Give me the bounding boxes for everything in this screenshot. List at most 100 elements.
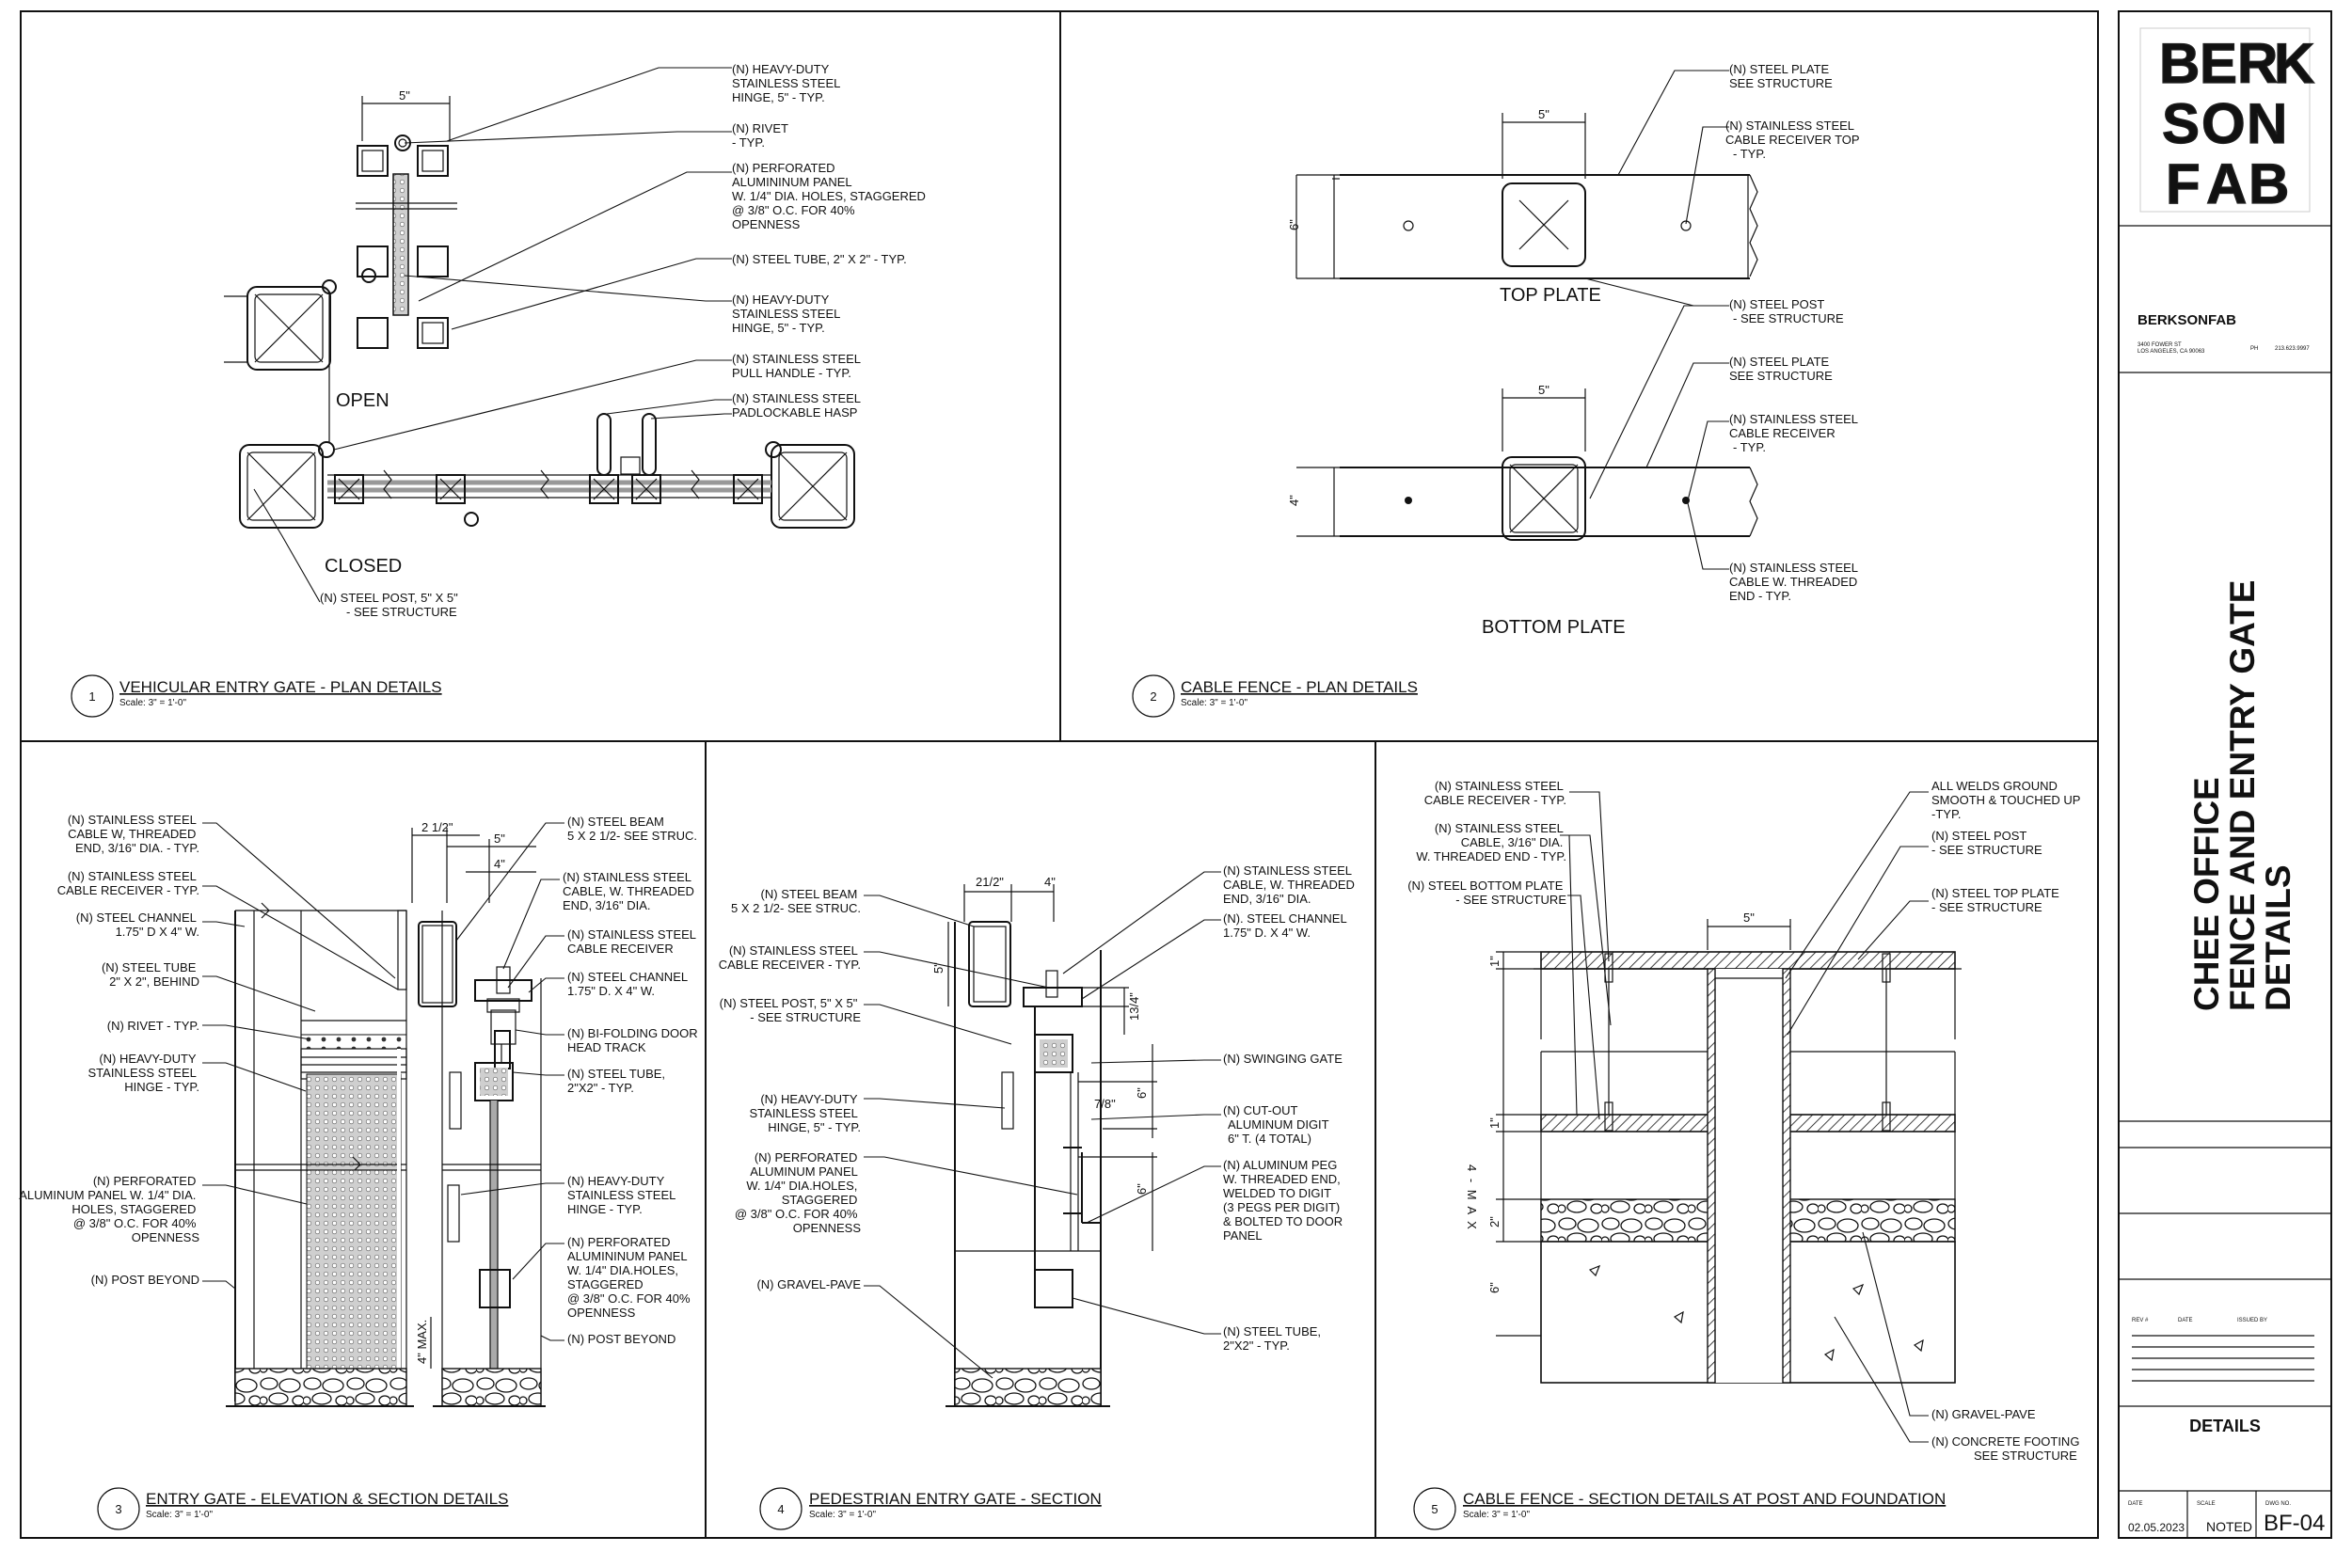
callout-note: (N) STAINLESS STEEL PULL HANDLE - TYP. <box>732 352 864 380</box>
logo-letter: R <box>2237 32 2278 95</box>
callout-note: (N) STAINLESS STEEL CABLE, 3/16" DIA. W.… <box>1416 821 1566 863</box>
logo-letter: S <box>2162 92 2200 155</box>
dimension-label: 4" <box>1044 875 1056 889</box>
dimension-label: 5" <box>494 832 505 846</box>
sheet-scale: NOTED <box>2206 1519 2252 1534</box>
callout-note: (N) PERFORATED ALUMINUM PANEL W. 1/4" DI… <box>19 1174 199 1244</box>
dimension-label: 1" <box>1487 956 1502 967</box>
closed-label: CLOSED <box>325 556 402 577</box>
callout-note: (N) GRAVEL-PAVE <box>1931 1407 2036 1421</box>
callout-note: (N) ALUMINUM PEG W. THREADED END, WELDED… <box>1223 1158 1346 1243</box>
callout-note: (N) STEEL TUBE, 2" X 2" - TYP. <box>732 252 907 266</box>
callout-note: (N) STEEL CHANNEL 1.75" D. X 4" W. <box>567 970 691 998</box>
sheet-frame <box>20 10 2099 1539</box>
callout-note: (N) RIVET - TYP. <box>107 1019 199 1033</box>
dimension-label: 1" <box>1487 1117 1502 1129</box>
callout-note: (N) STAINLESS STEEL CABLE W. THREADED EN… <box>1729 561 1861 603</box>
callout-note: (N) HEAVY-DUTY STAINLESS STEEL HINGE, 5"… <box>732 293 844 335</box>
callout-note: (N) PERFORATED ALUMININUM PANEL W. 1/4" … <box>567 1235 693 1320</box>
dimension-label: 6" <box>1487 1282 1502 1293</box>
callout-note: (N) HEAVY-DUTY STAINLESS STEEL HINGE - T… <box>88 1052 200 1094</box>
dimension-label: 5" <box>1538 383 1549 397</box>
detail-title: VEHICULAR ENTRY GATE - PLAN DETAILS <box>119 678 442 696</box>
title-block: B E R K S O N F A B BERKSONFAB 3400 FOWE… <box>2118 10 2332 1539</box>
logo-letter: E <box>2200 32 2237 95</box>
detail-4-pedestrian-gate-section: 21/2" 4" 5" 13/4" 6" 7/8" 6" <box>719 863 1359 1530</box>
detail-number: 3 <box>115 1502 121 1516</box>
company-phone: 213.623.9997 <box>2275 346 2310 352</box>
callout-note: (N) POST BEYOND <box>91 1273 199 1287</box>
callout-note: (N) SWINGING GATE <box>1223 1052 1343 1066</box>
detail-3-entry-gate-elevation: 2 1/2" 5" 4" 4" MAX. <box>19 813 698 1530</box>
dimension-label: 2 1/2" <box>421 820 453 834</box>
project-title-line: CHEE OFFICE <box>2187 777 2226 1011</box>
callout-note: (N) STAINLESS STEEL CABLE RECEIVER - TYP… <box>1424 779 1566 807</box>
callout-note: (N) HEAVY-DUTY STAINLESS STEEL HINGE - T… <box>567 1174 679 1216</box>
dimension-label: 4" <box>1287 495 1301 506</box>
callout-note: (N) STEEL BEAM 5 X 2 1/2- SEE STRUC. <box>731 887 861 915</box>
project-title: CHEE OFFICE FENCE AND ENTRY GATE DETAILS <box>2187 580 2297 1011</box>
company-name: BERKSONFAB <box>2137 312 2236 328</box>
detail-scale: Scale: 3" = 1'-0" <box>119 698 186 708</box>
callout-note: (N) STEEL POST, 5" X 5" - SEE STRUCTURE <box>720 996 862 1024</box>
detail-5-cable-fence-section: 5" 1" 1" 4 - M A X 2" 6" (N) STAINL <box>1407 779 2084 1530</box>
callout-note: (N) STEEL PLATE SEE STRUCTURE <box>1729 62 1833 90</box>
detail-2-cable-fence-plan: 5" 6" TOP PLATE 5" 4" BOTTOM PLATE <box>1132 62 1863 718</box>
logo-letter: B <box>2159 32 2200 95</box>
callout-note: (N). STEEL CHANNEL 1.75" D. X 4" W. <box>1223 911 1350 940</box>
logo-letter: K <box>2274 32 2314 95</box>
company-logo: B E R K S O N F A B <box>2139 27 2315 216</box>
callout-note: (N) STEEL POST, 5" X 5" - SEE STRUCTURE <box>320 591 461 619</box>
callout-note: (N) STEEL TOP PLATE - SEE STRUCTURE <box>1931 886 2062 914</box>
dimension-label: 2" <box>1487 1216 1502 1227</box>
detail-number: 1 <box>88 689 95 704</box>
callout-note: (N) STEEL TUBE, 2"X2" - TYP. <box>1223 1324 1325 1353</box>
callout-note: (N) STEEL TUBE, 2"X2" - TYP. <box>567 1067 669 1095</box>
callout-note: (N) STEEL BOTTOM PLATE - SEE STRUCTURE <box>1407 879 1566 907</box>
rev-header: REV # <box>2132 1318 2149 1323</box>
detail-scale: Scale: 3" = 1'-0" <box>809 1510 876 1520</box>
top-plate-label: TOP PLATE <box>1500 285 1601 306</box>
detail-number: 2 <box>1150 689 1156 704</box>
company-address-1: 3400 FOWER ST <box>2137 342 2182 348</box>
phone-label: PH <box>2250 346 2258 352</box>
callout-note: (N) STAINLESS STEEL CABLE, W. THREADED E… <box>1223 863 1359 906</box>
rev-header: ISSUED BY <box>2237 1318 2267 1323</box>
logo-letter: F <box>2166 152 2201 215</box>
detail-scale: Scale: 3" = 1'-0" <box>1463 1510 1530 1520</box>
callout-note: (N) STAINLESS STEEL CABLE W, THREADED EN… <box>68 813 199 855</box>
dimension-label: 4" <box>494 857 505 871</box>
detail-scale: Scale: 3" = 1'-0" <box>1181 698 1248 708</box>
callout-note: (N) CUT-OUT ALUMINUM DIGIT 6" T. (4 TOTA… <box>1223 1103 1332 1146</box>
detail-1-vehicular-gate-plan: 5" OPEN <box>71 62 926 718</box>
dimension-label: 5" <box>399 88 410 103</box>
dimension-label: 21/2" <box>976 875 1004 889</box>
callout-note: (N) STAINLESS STEEL CABLE RECEIVER TOP -… <box>1725 119 1863 161</box>
logo-letter: N <box>2247 92 2287 155</box>
callout-note: (N) HEAVY-DUTY STAINLESS STEEL HINGE, 5"… <box>750 1092 862 1134</box>
dimension-label: 5" <box>1743 911 1755 925</box>
callout-note: (N) STEEL PLATE SEE STRUCTURE <box>1729 355 1833 383</box>
logo-letter: O <box>2201 92 2246 155</box>
dimension-label: 6" <box>1287 219 1301 230</box>
callout-note: (N) STAINLESS STEEL CABLE RECEIVER - TYP… <box>719 943 861 972</box>
scale-label: SCALE <box>2197 1501 2216 1507</box>
callout-note: (N) STAINLESS STEEL CABLE RECEIVER - TYP… <box>57 869 199 897</box>
logo-letter: B <box>2249 152 2289 215</box>
callout-note: (N) STAINLESS STEEL PADLOCKABLE HASP <box>732 391 864 420</box>
callout-note: (N) STEEL POST - SEE STRUCTURE <box>1729 297 1844 325</box>
detail-number: 5 <box>1431 1502 1438 1516</box>
detail-scale: Scale: 3" = 1'-0" <box>146 1510 213 1520</box>
dimension-label: 5" <box>1538 107 1549 121</box>
detail-title: CABLE FENCE - SECTION DETAILS AT POST AN… <box>1463 1490 1946 1508</box>
sheet-date: 02.05.2023 <box>2128 1521 2185 1534</box>
dimension-label: 6" <box>1135 1087 1149 1099</box>
dimension-label: 13/4" <box>1127 992 1141 1021</box>
sheet-name: DETAILS <box>2189 1417 2261 1435</box>
callout-note: ALL WELDS GROUND SMOOTH & TOUCHED UP -TY… <box>1931 779 2084 821</box>
callout-note: (N) STAINLESS STEEL CABLE, W. THREADED E… <box>563 870 698 912</box>
logo-letter: A <box>2206 152 2247 215</box>
dimension-label: 4 - M A X <box>1465 1164 1479 1231</box>
dimension-label: 7/8" <box>1094 1097 1116 1111</box>
project-title-line: DETAILS <box>2259 864 2297 1011</box>
